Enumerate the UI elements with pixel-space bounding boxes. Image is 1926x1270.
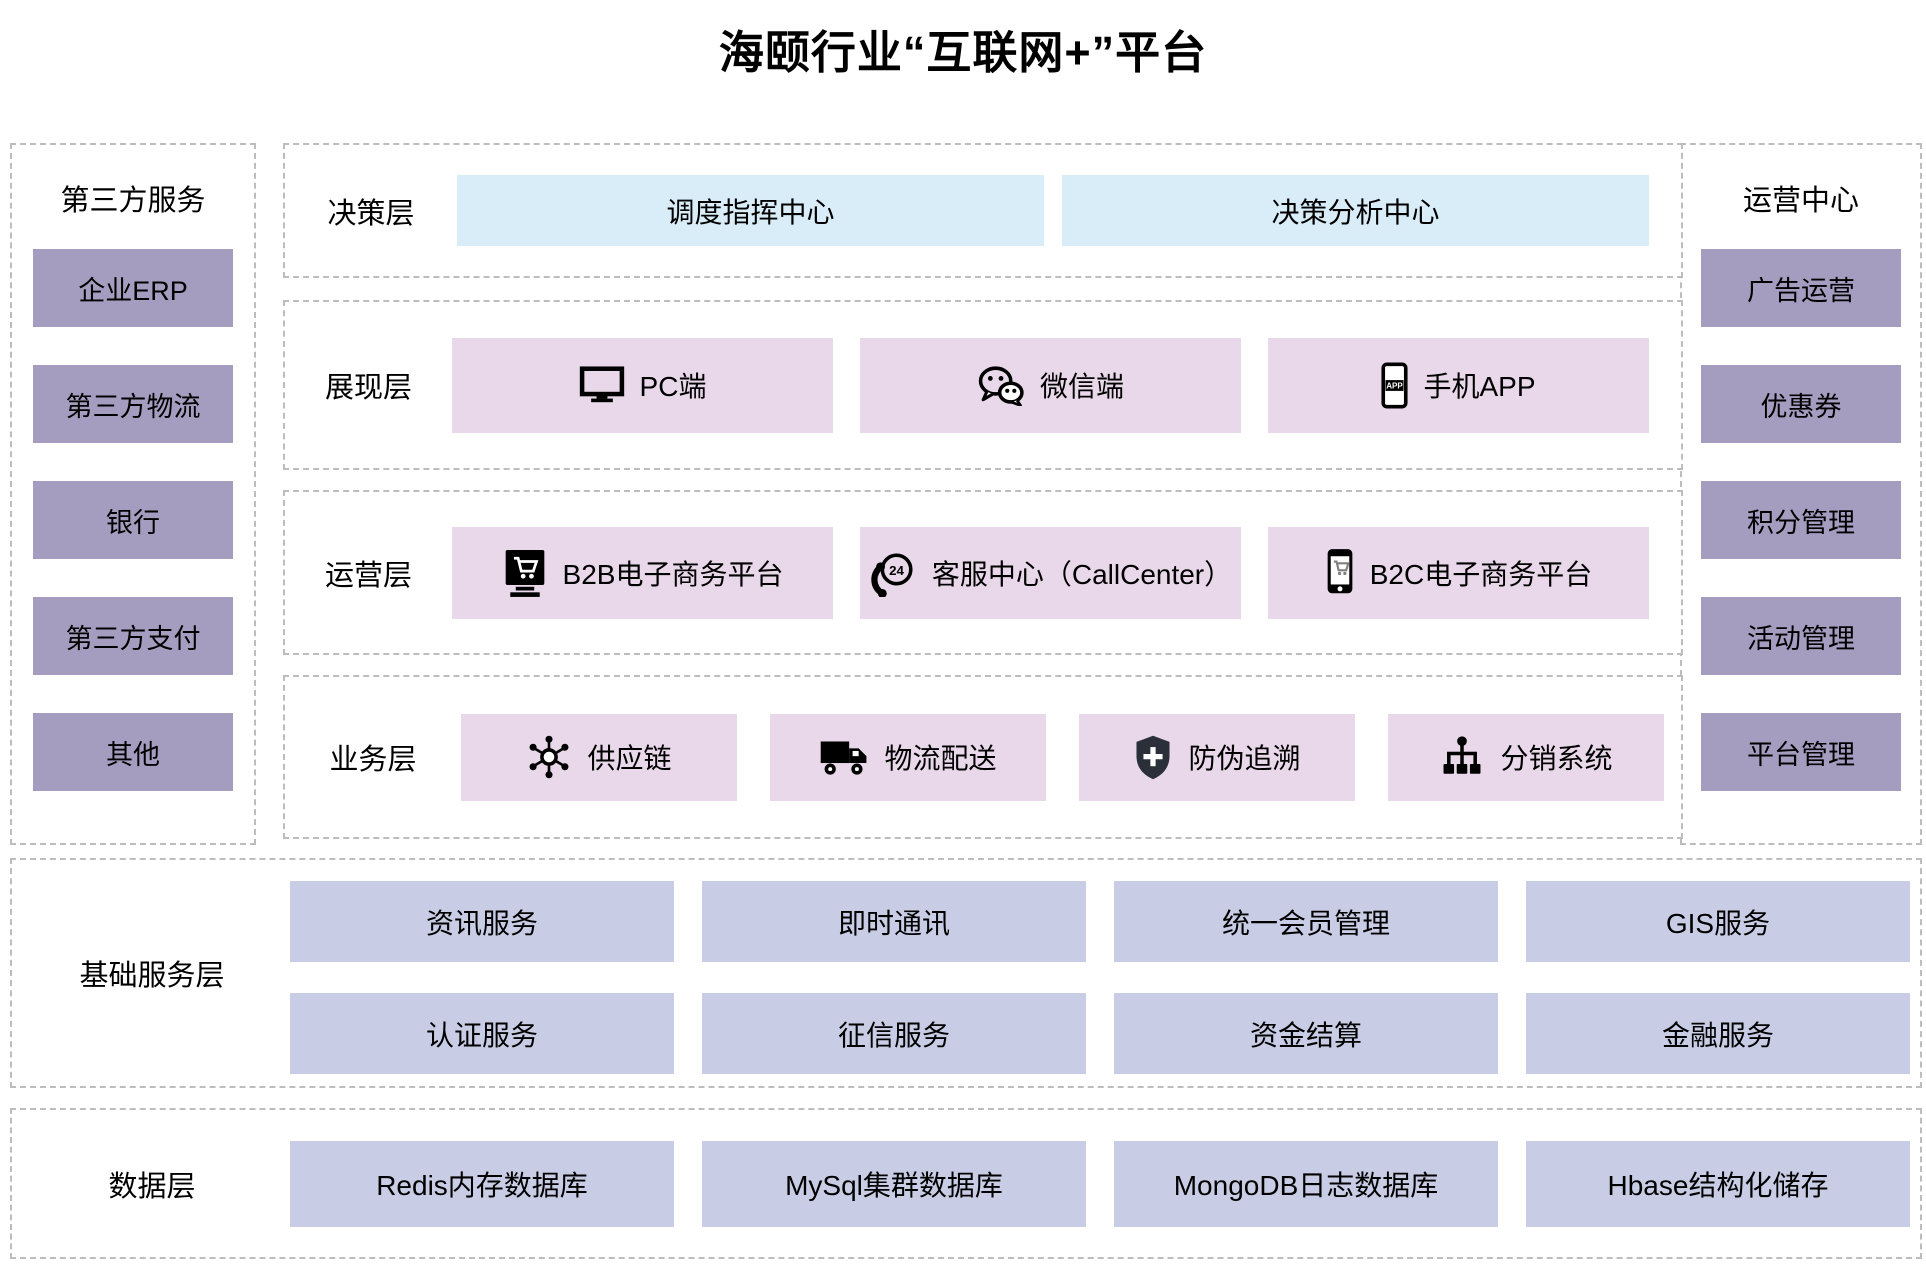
- activity-management-box: 活动管理: [1701, 597, 1901, 675]
- svg-text:24: 24: [889, 563, 904, 578]
- operation-layer-label: 运营层: [324, 559, 412, 592]
- anti-counterfeit-label: 防伪追溯: [1188, 743, 1301, 774]
- presentation-layer-row: 展现层 PC端 微信端: [283, 300, 1683, 470]
- dispatch-command-center-box: 调度指挥中心: [457, 175, 1044, 246]
- mysql-db-box: MySql集群数据库: [702, 1141, 1086, 1227]
- supply-chain-icon: [530, 735, 569, 779]
- base-service-layer-panel: 基础服务层 资讯服务 即时通讯 统一会员管理 GIS服务 认证服务 征信服务 资…: [10, 858, 1922, 1088]
- data-layer-panel: 数据层 Redis内存数据库 MySql集群数据库 MongoDB日志数据库 H…: [10, 1108, 1922, 1259]
- logistics-label: 物流配送: [884, 743, 997, 774]
- supply-chain-label: 供应链: [587, 743, 672, 774]
- fund-settlement-box: 资金结算: [1114, 993, 1498, 1074]
- anti-counterfeit-shield-icon: [1136, 735, 1171, 779]
- third-party-services-list: 企业ERP 第三方物流 银行 第三方支付 其他: [12, 249, 254, 791]
- b2c-commerce-box: B2C电子商务平台: [1268, 526, 1649, 619]
- pc-client-label: PC端: [639, 371, 707, 402]
- points-management-box: 积分管理: [1701, 481, 1901, 559]
- platform-management-box: 平台管理: [1701, 713, 1901, 791]
- info-service-box: 资讯服务: [290, 881, 674, 962]
- mobile-app-box: APP 手机APP: [1268, 337, 1649, 433]
- operation-layer-boxes: B2B电子商务平台 24 客服中心（CallCenter）: [452, 526, 1649, 619]
- callcenter-label: 客服中心（CallCenter）: [931, 558, 1233, 590]
- operation-layer-row: 运营层 B2B电子商务平台 24: [283, 490, 1683, 655]
- svg-text:APP: APP: [1387, 381, 1404, 390]
- logistics-truck-icon: [821, 741, 867, 775]
- mobile-app-icon: APP: [1381, 362, 1409, 408]
- redis-db-box: Redis内存数据库: [290, 1141, 674, 1227]
- business-layer-label: 业务层: [329, 744, 417, 776]
- business-layer-row: 业务层 供应链: [283, 675, 1683, 839]
- pc-client-box: PC端: [452, 337, 833, 433]
- third-party-services-title: 第三方服务: [60, 185, 206, 217]
- base-service-grid: 资讯服务 即时通讯 统一会员管理 GIS服务 认证服务 征信服务 资金结算 金融…: [290, 881, 1910, 1074]
- unified-member-management-box: 统一会员管理: [1114, 881, 1498, 962]
- bank-box: 银行: [33, 481, 233, 559]
- page-title: 海颐行业“互联网+”平台: [718, 27, 1208, 78]
- erp-box: 企业ERP: [33, 249, 233, 327]
- base-service-layer-label: 基础服务层: [79, 960, 225, 992]
- coupon-box: 优惠券: [1701, 365, 1901, 443]
- data-layer-grid: Redis内存数据库 MySql集群数据库 MongoDB日志数据库 Hbase…: [290, 1141, 1910, 1227]
- other-box: 其他: [33, 713, 233, 791]
- gis-service-box: GIS服务: [1526, 881, 1910, 962]
- b2b-commerce-icon: [505, 549, 544, 597]
- b2b-commerce-box: B2B电子商务平台: [452, 526, 833, 619]
- callcenter-box: 24 客服中心（CallCenter）: [860, 526, 1241, 619]
- instant-messaging-box: 即时通讯: [702, 881, 1086, 962]
- distribution-label: 分销系统: [1500, 743, 1613, 774]
- third-party-services-panel: 第三方服务 企业ERP 第三方物流 银行 第三方支付 其他: [10, 143, 256, 845]
- operations-center-panel: 运营中心 广告运营 优惠券 积分管理 活动管理 平台管理: [1680, 143, 1922, 845]
- data-layer-label: 数据层: [108, 1170, 196, 1203]
- decision-analysis-center-box: 决策分析中心: [1062, 175, 1649, 246]
- third-party-payment-box: 第三方支付: [33, 597, 233, 675]
- financial-service-box: 金融服务: [1526, 993, 1910, 1074]
- authentication-service-box: 认证服务: [290, 993, 674, 1074]
- operations-center-title: 运营中心: [1742, 185, 1859, 217]
- third-party-logistics-box: 第三方物流: [33, 365, 233, 443]
- distribution-box: 分销系统: [1388, 713, 1664, 801]
- b2c-commerce-icon: [1327, 548, 1353, 593]
- wechat-icon: [978, 365, 1024, 406]
- business-layer-boxes: 供应链 物流配送 防伪追溯: [461, 713, 1664, 801]
- distribution-network-icon: [1444, 736, 1481, 774]
- wechat-client-label: 微信端: [1039, 371, 1124, 402]
- supply-chain-box: 供应链: [461, 713, 737, 801]
- decision-layer-boxes: 调度指挥中心 决策分析中心: [457, 175, 1649, 246]
- b2b-commerce-label: B2B电子商务平台: [562, 558, 784, 590]
- hbase-storage-box: Hbase结构化储存: [1526, 1141, 1910, 1227]
- mobile-app-label: 手机APP: [1423, 371, 1536, 402]
- anti-counterfeit-box: 防伪追溯: [1079, 713, 1355, 801]
- presentation-layer-boxes: PC端 微信端 APP 手机APP: [452, 337, 1649, 433]
- wechat-client-box: 微信端: [860, 337, 1241, 433]
- decision-layer-row: 决策层 调度指挥中心 决策分析中心: [283, 143, 1683, 278]
- pc-monitor-icon: [579, 366, 624, 403]
- mongodb-db-box: MongoDB日志数据库: [1114, 1141, 1498, 1227]
- ad-operations-box: 广告运营: [1701, 249, 1901, 327]
- b2c-commerce-label: B2C电子商务平台: [1369, 558, 1593, 590]
- decision-layer-label: 决策层: [327, 197, 415, 230]
- credit-service-box: 征信服务: [702, 993, 1086, 1074]
- operations-center-list: 广告运营 优惠券 积分管理 活动管理 平台管理: [1682, 249, 1920, 791]
- presentation-layer-label: 展现层: [324, 372, 412, 404]
- callcenter-24h-icon: 24: [871, 552, 913, 597]
- logistics-box: 物流配送: [770, 713, 1046, 801]
